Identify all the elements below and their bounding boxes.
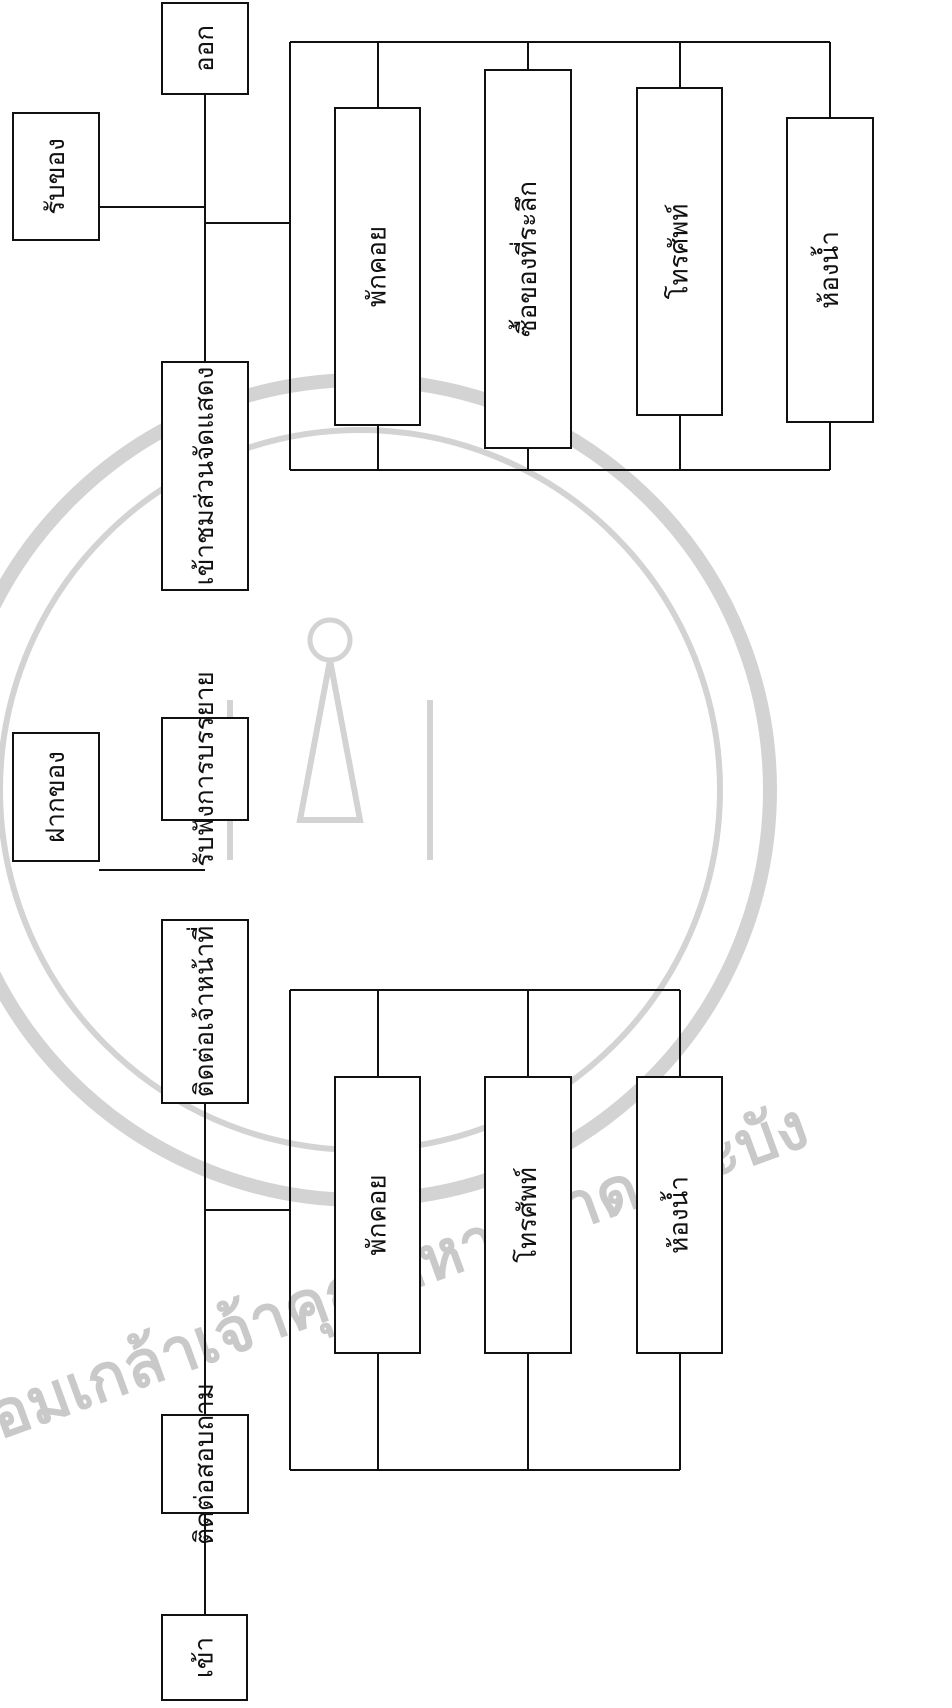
- node-lecture: รับฟังการบรรยาย: [162, 671, 248, 866]
- node-phone-1-label: โทรศัพท์: [512, 1167, 543, 1263]
- watermark-seal: ลัยพระจอมเกล้าเจ้าคุณทหารลาดกระบัง: [0, 380, 818, 1533]
- node-toilet-2: ห้องน้ำ: [787, 118, 873, 422]
- node-enter-label: เข้า: [190, 1637, 220, 1678]
- node-rest-2: พักคอย: [335, 108, 420, 425]
- node-ask: ติดต่อสอบถาม: [162, 1383, 248, 1545]
- node-deposit: ฝากของ: [13, 733, 99, 861]
- node-rest-2-label: พักคอย: [363, 226, 393, 307]
- node-toilet-1: ห้องน้ำ: [637, 1077, 722, 1353]
- node-exhibition: เข้าชมส่วนจัดแสดง: [162, 362, 248, 590]
- node-enter: เข้า: [162, 1615, 247, 1700]
- node-contact-staff: ติดต่อเจ้าหน้าที่: [162, 920, 248, 1103]
- node-phone-1: โทรศัพท์: [485, 1077, 571, 1353]
- node-exhibition-label: เข้าชมส่วนจัดแสดง: [190, 367, 220, 586]
- node-contact-staff-label: ติดต่อเจ้าหน้าที่: [186, 926, 220, 1098]
- node-toilet-2-label: ห้องน้ำ: [810, 231, 845, 309]
- node-pickup-label: รับของ: [41, 138, 71, 215]
- node-lecture-label: รับฟังการบรรยาย: [190, 671, 220, 866]
- node-phone-2: โทรศัพท์: [637, 88, 722, 415]
- node-rest-1-label: พักคอย: [363, 1174, 393, 1255]
- node-phone-2-label: โทรศัพท์: [664, 204, 695, 300]
- node-exit-label: ออก: [190, 25, 220, 72]
- node-exit: ออก: [162, 3, 248, 94]
- node-toilet-1-label: ห้องน้ำ: [660, 1176, 695, 1254]
- node-rest-1: พักคอย: [335, 1077, 420, 1353]
- node-pickup: รับของ: [13, 113, 99, 240]
- node-souvenir-2: ซื้อของที่ระลึก: [485, 70, 571, 448]
- node-ask-label: ติดต่อสอบถาม: [190, 1383, 220, 1545]
- node-souvenir-2-label: ซื้อของที่ระลึก: [508, 181, 543, 337]
- node-deposit-label: ฝากของ: [41, 751, 71, 843]
